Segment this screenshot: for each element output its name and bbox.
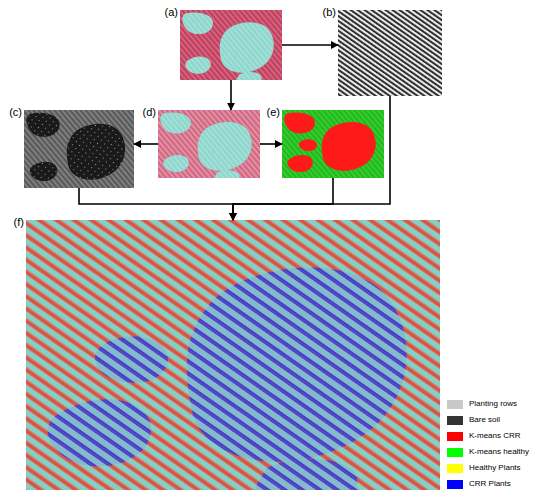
panel-c-image — [24, 110, 134, 188]
image-panel: (a) — [180, 10, 282, 80]
flow-arrow — [260, 143, 282, 145]
legend-swatch — [447, 432, 463, 441]
flow-arrow — [233, 178, 333, 220]
legend-label: Bare soil — [469, 415, 500, 425]
panel-letter: (d) — [143, 106, 156, 119]
legend-entry: CRR Plants — [447, 479, 511, 489]
soil-image — [24, 110, 134, 188]
panel-letter: (f) — [14, 216, 24, 229]
legend-label: Planting rows — [469, 399, 517, 409]
panel-letter: (b) — [323, 6, 336, 19]
flow-arrow — [230, 80, 232, 110]
crr-region — [158, 110, 260, 178]
legend-entry: Planting rows — [447, 399, 517, 409]
kmeans-healthy-area — [282, 110, 384, 178]
image-panel: (b) — [338, 10, 442, 96]
panel-d-image — [158, 110, 260, 178]
legend-swatch — [447, 448, 463, 457]
row-mask-image — [338, 10, 442, 96]
image-panel: (f) — [26, 220, 440, 490]
image-panel: (d) — [158, 110, 260, 178]
legend-label: CRR Plants — [469, 479, 511, 489]
legend-entry: Bare soil — [447, 415, 500, 425]
image-panel: (e) — [282, 110, 384, 178]
legend-swatch — [447, 480, 463, 489]
panel-f-image — [26, 220, 440, 490]
flow-arrow — [233, 96, 390, 220]
legend-swatch — [447, 416, 463, 425]
panel-b-image — [338, 10, 442, 96]
legend-entry: Healthy Plants — [447, 463, 521, 473]
crr-field-map — [26, 220, 440, 490]
legend-swatch — [447, 464, 463, 473]
panel-letter: (a) — [165, 6, 178, 19]
kmeans-crr-area — [282, 110, 384, 178]
flow-arrow — [134, 143, 158, 145]
legend-entry: K-means healthy — [447, 447, 529, 457]
flow-arrow — [282, 44, 338, 46]
field-image — [158, 110, 260, 178]
legend-entry: K-means CRR — [447, 431, 521, 441]
panel-letter: (c) — [9, 106, 22, 119]
legend-label: K-means CRR — [469, 431, 521, 441]
panel-a-image — [180, 10, 282, 80]
legend-swatch — [447, 400, 463, 409]
field-image — [180, 10, 282, 80]
crr-region — [180, 10, 282, 80]
legend-label: K-means healthy — [469, 447, 529, 457]
image-panel: (c) — [24, 110, 134, 188]
crr-tint — [26, 220, 440, 490]
flow-arrow — [79, 188, 233, 220]
legend-label: Healthy Plants — [469, 463, 521, 473]
panel-letter: (e) — [267, 106, 280, 119]
panel-e-image — [282, 110, 384, 178]
bare-soil-region — [24, 110, 134, 188]
healthy-field-map — [26, 220, 440, 490]
